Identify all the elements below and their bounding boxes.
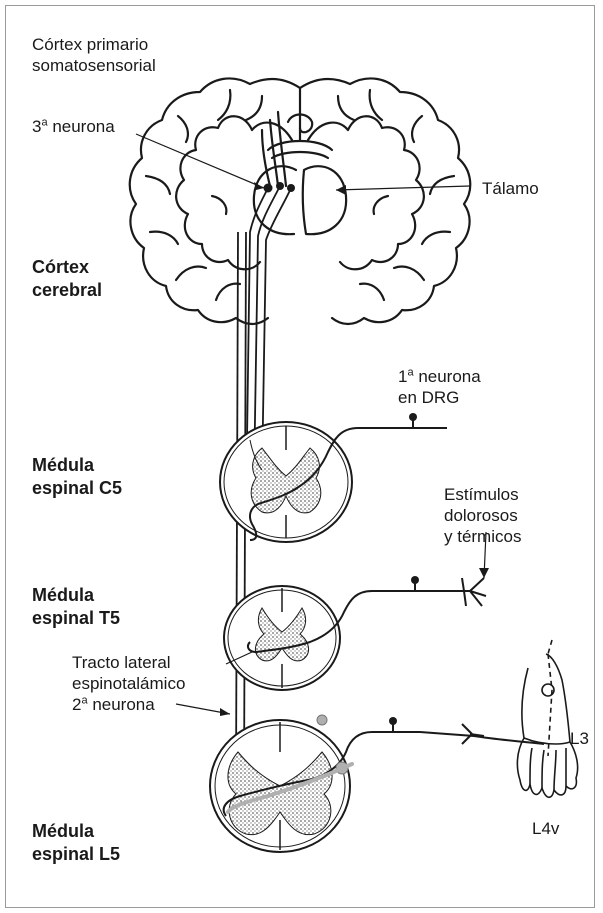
- label-l4v: L4v: [532, 818, 559, 839]
- label-l3: L3: [570, 728, 589, 749]
- label-lateral-tract: Tracto lateral espinotalámico: [72, 652, 185, 694]
- label-cortex-primary-line2: somatosensorial: [32, 55, 156, 76]
- label-medulla-l5: Médula espinal L5: [32, 820, 120, 866]
- spinal-cord-t5: [224, 586, 340, 690]
- label-first-neuron: 1a neurona en DRG: [398, 366, 481, 408]
- label-cortex-cerebral: Córtex cerebral: [32, 256, 102, 302]
- label-second-neuron: 2a neurona: [72, 694, 155, 715]
- label-thalamus: Tálamo: [482, 178, 539, 199]
- label-cortex-primary-line1: Córtex primario: [32, 34, 156, 55]
- brain-coronal-section: [130, 78, 471, 324]
- label-medulla-t5: Médula espinal T5: [32, 584, 120, 630]
- label-medulla-c5: Médula espinal C5: [32, 454, 122, 500]
- spinal-cord-c5: [220, 422, 352, 542]
- label-stimuli: Estímulos dolorosos y térmicos: [444, 484, 521, 547]
- label-third-neuron: 3a neurona: [32, 116, 115, 137]
- foot-dermatome-drawing: [517, 640, 577, 797]
- label-cortex-primary: Córtex primario somatosensorial: [32, 34, 156, 76]
